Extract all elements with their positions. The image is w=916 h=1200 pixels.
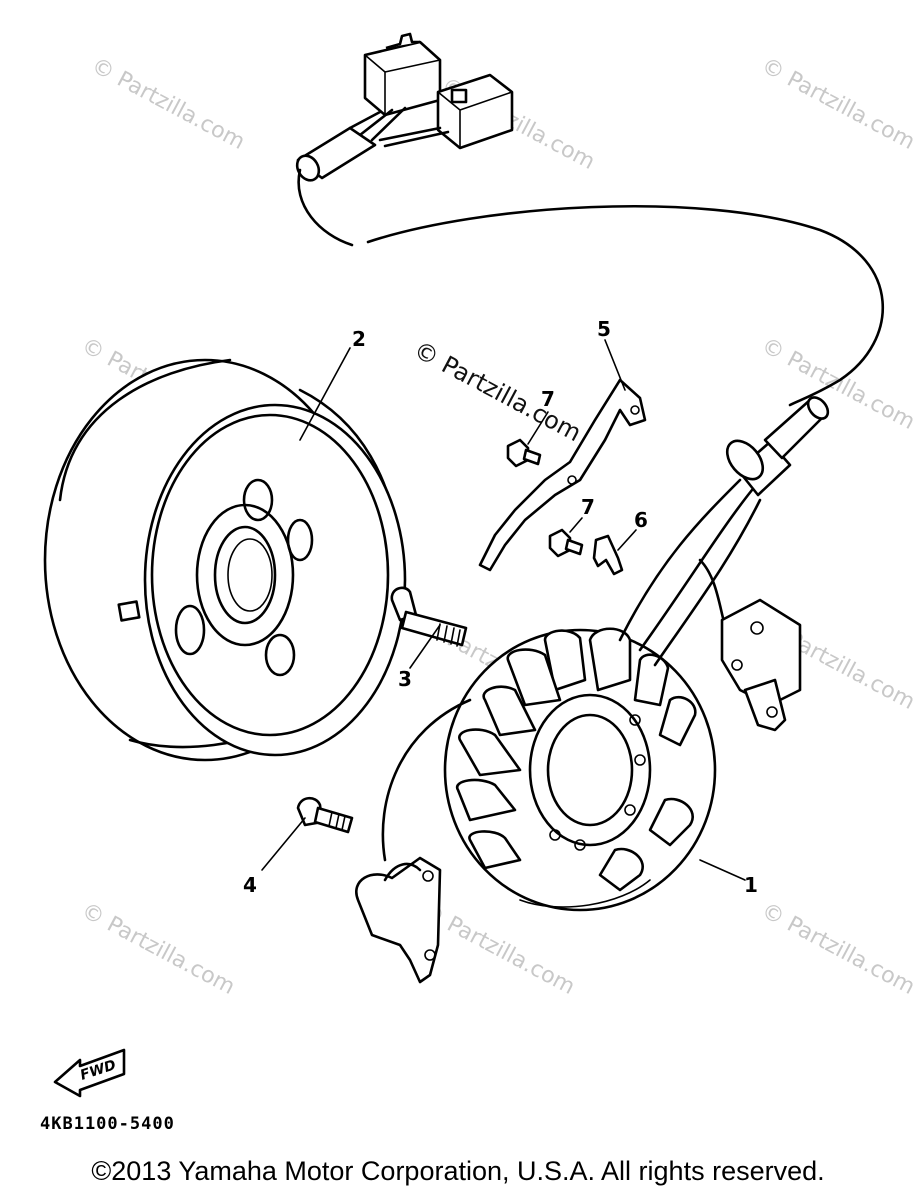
stator-wires-grommet xyxy=(618,396,830,667)
bolt-4 xyxy=(296,796,354,834)
fwd-arrow-icon: FWD xyxy=(53,1048,126,1098)
screw-7-lower xyxy=(548,528,584,558)
wire-harness-connectors xyxy=(295,32,514,182)
watermark: © Partzilla.com xyxy=(77,898,239,1000)
bracket-5 xyxy=(478,378,647,572)
callout-4: 4 xyxy=(243,873,257,897)
callout-3: 3 xyxy=(398,667,412,691)
watermark-center: © Partzilla.com xyxy=(409,336,586,448)
watermark: © Partzilla.com xyxy=(757,898,916,1000)
callout-1: 1 xyxy=(744,873,758,897)
watermark: © Partzilla.com xyxy=(757,53,916,155)
pickup-sensor-left xyxy=(355,698,472,984)
part-code: 4KB1100-5400 xyxy=(40,1114,175,1134)
harness-wire xyxy=(297,168,884,407)
bolt-3 xyxy=(390,586,468,647)
watermark: © Partzilla.com xyxy=(757,333,916,435)
clamp-6 xyxy=(592,534,624,576)
callout-2: 2 xyxy=(352,327,366,351)
flywheel-rotor xyxy=(43,358,407,762)
callout-labels: 2 5 7 7 6 3 4 1 xyxy=(243,317,758,897)
screw-7-upper xyxy=(506,438,542,468)
copyright-notice: ©2013 Yamaha Motor Corporation, U.S.A. A… xyxy=(91,1156,825,1186)
leader-lines xyxy=(261,339,746,881)
watermark: © Partzilla.com xyxy=(87,53,249,155)
pickup-sensor-right xyxy=(720,598,802,732)
callout-7-lower: 7 xyxy=(581,495,595,519)
callout-5: 5 xyxy=(597,317,611,341)
callout-7-upper: 7 xyxy=(541,387,555,411)
watermark: © Partzilla.com xyxy=(417,898,579,1000)
callout-6: 6 xyxy=(634,508,648,532)
stator-coil xyxy=(443,627,717,912)
